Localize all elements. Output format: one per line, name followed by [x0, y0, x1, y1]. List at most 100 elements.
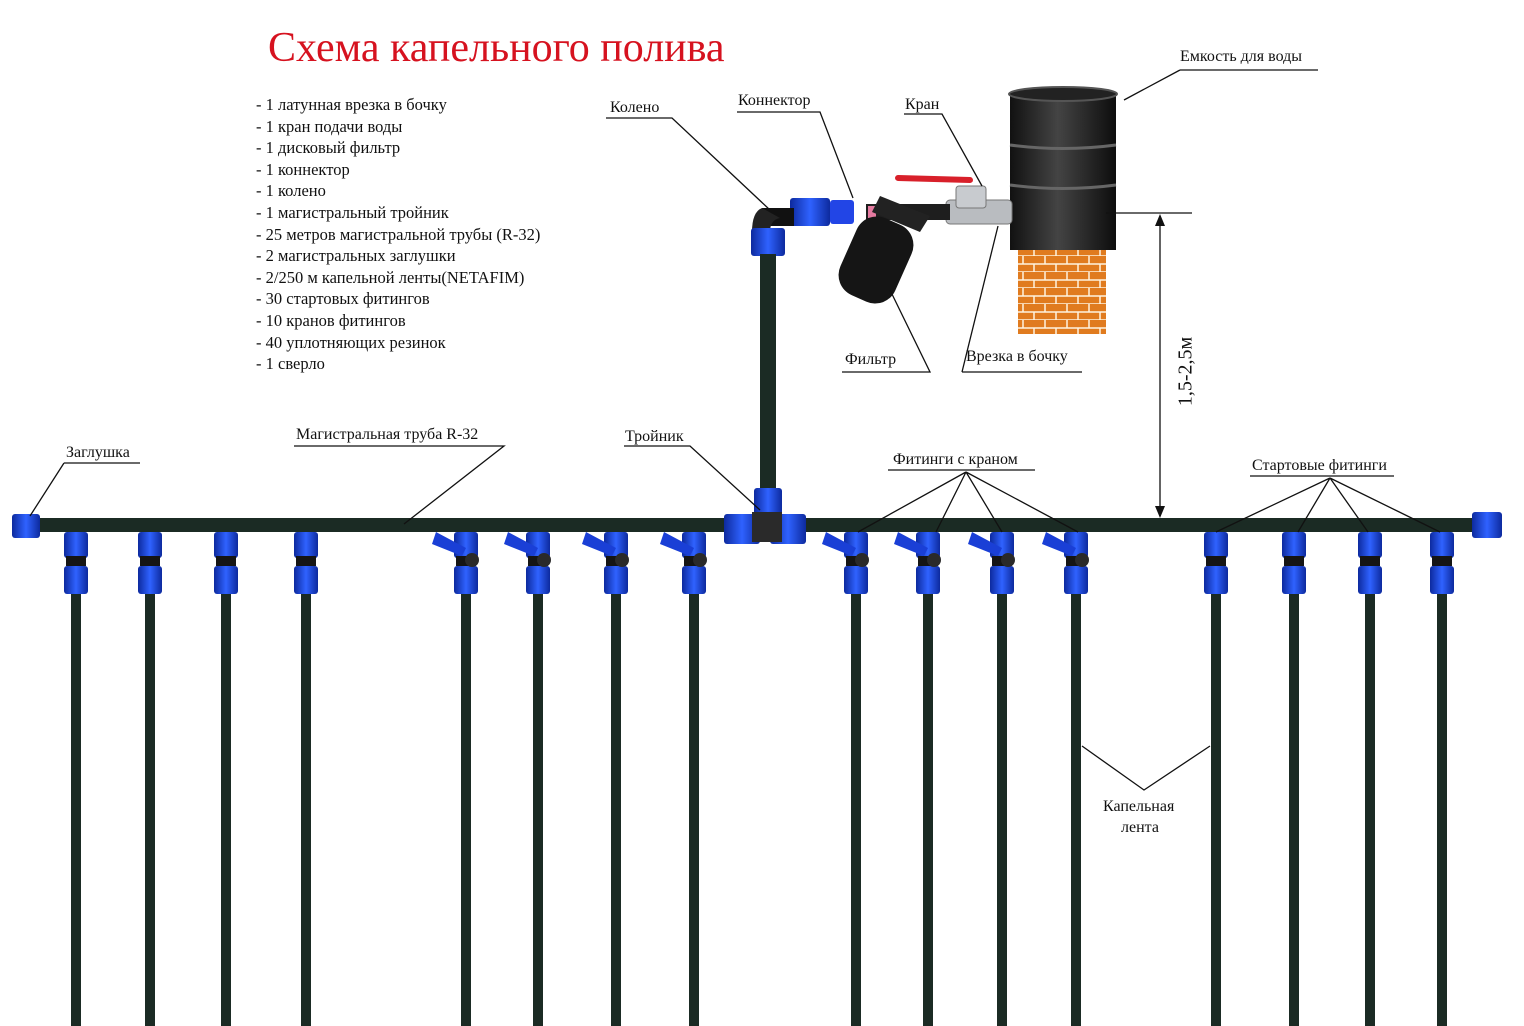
fitting-coupling	[1204, 566, 1228, 594]
drip-tape	[461, 590, 471, 1026]
leader-lines	[29, 69, 1441, 791]
fitting-coupling	[990, 566, 1014, 594]
main-tee	[724, 488, 806, 544]
drip-tape	[145, 590, 155, 1026]
fitting-coupling	[138, 566, 162, 594]
label-end-plug: Заглушка	[66, 444, 130, 461]
drip-tape	[1289, 590, 1299, 1026]
parts-list-item: - 1 коннектор	[256, 159, 350, 179]
fitting-coupling	[604, 566, 628, 594]
fitting-coupling	[1358, 566, 1382, 594]
fitting-coupling	[214, 566, 238, 594]
fitting-nut	[1284, 556, 1304, 566]
water-barrel	[1008, 86, 1118, 250]
label-valve-fittings: Фитинги с краном	[893, 451, 1018, 468]
end-plug-left	[12, 514, 40, 538]
drip-tape	[689, 590, 699, 1026]
label-barrel-inlet: Врезка в бочку	[966, 348, 1068, 365]
parts-list-item: - 10 кранов фитингов	[256, 310, 406, 330]
end-plug-right	[1472, 512, 1502, 538]
valve-knob	[465, 553, 479, 567]
valve-knob	[927, 553, 941, 567]
fitting-coupling	[1064, 566, 1088, 594]
valve-knob	[537, 553, 551, 567]
drip-tape	[301, 590, 311, 1026]
fitting-nut	[216, 556, 236, 566]
label-valve: Кран	[905, 96, 940, 113]
label-main-pipe: Магистральная труба R-32	[296, 426, 479, 443]
drip-tape	[533, 590, 543, 1026]
parts-list-item: - 1 сверло	[256, 354, 325, 374]
label-tee: Тройник	[625, 428, 684, 445]
valve-handle	[660, 532, 694, 556]
fitting-coupling	[844, 566, 868, 594]
fitting-coupling	[1282, 566, 1306, 594]
parts-list-item: - 1 латунная врезка в бочку	[256, 95, 447, 114]
valve-knob	[1001, 553, 1015, 567]
valve-handle	[968, 532, 1002, 556]
parts-list-item: - 1 магистральный тройник	[256, 202, 449, 222]
drip-tape	[1071, 590, 1081, 1026]
parts-list-item: - 40 уплотняющих резинок	[256, 332, 446, 352]
parts-list-item: - 1 колено	[256, 181, 326, 201]
parts-list-item: - 1 кран подачи воды	[256, 116, 403, 136]
fitting-nut	[296, 556, 316, 566]
parts-list-item: - 2 магистральных заглушки	[256, 246, 456, 266]
valve-knob	[1075, 553, 1089, 567]
fitting-coupling	[64, 566, 88, 594]
drip-tape	[997, 590, 1007, 1026]
fitting-coupling	[916, 566, 940, 594]
label-height: 1,5-2,5м	[1174, 336, 1197, 407]
drip-tape	[221, 590, 231, 1026]
drip-tape	[1437, 590, 1447, 1026]
start-fitting-body	[214, 532, 238, 558]
fitting-nut	[66, 556, 86, 566]
start-fitting-body	[1430, 532, 1454, 558]
drip-tape	[923, 590, 933, 1026]
fitting-nut	[140, 556, 160, 566]
fitting-coupling	[454, 566, 478, 594]
label-drip-tape-line2: лента	[1121, 819, 1159, 836]
parts-list-item: - 30 стартовых фитингов	[256, 289, 430, 309]
start-fitting-body	[138, 532, 162, 558]
supply-assembly	[751, 175, 1013, 488]
fitting-coupling	[1430, 566, 1454, 594]
fitting-nut	[1206, 556, 1226, 566]
brick-stand	[1018, 248, 1106, 334]
valve-handle	[1042, 532, 1076, 556]
label-elbow: Колено	[610, 99, 660, 116]
fitting-nut	[1432, 556, 1452, 566]
start-fitting-body	[1204, 532, 1228, 558]
fitting-nut	[1360, 556, 1380, 566]
fitting-coupling	[526, 566, 550, 594]
valve-handle	[504, 532, 538, 556]
label-filter: Фильтр	[845, 351, 897, 368]
start-fitting-body	[64, 532, 88, 558]
drip-tape	[611, 590, 621, 1026]
valve-handle	[894, 532, 928, 556]
drip-lines	[64, 532, 1454, 1026]
drip-tape	[851, 590, 861, 1026]
parts-list: - 1 латунная врезка в бочку - 1 кран под…	[256, 94, 540, 375]
start-fitting-body	[294, 532, 318, 558]
label-connector: Коннектор	[738, 92, 811, 109]
valve-knob	[855, 553, 869, 567]
parts-list-item: - 2/250 м капельной ленты(NETAFIM)	[256, 267, 525, 287]
diagram-title: Схема капельного полива	[268, 25, 725, 71]
label-start-fittings: Стартовые фитинги	[1252, 457, 1387, 474]
start-fitting-body	[1358, 532, 1382, 558]
parts-list-item: - 25 метров магистральной трубы (R-32)	[256, 224, 541, 244]
fitting-coupling	[294, 566, 318, 594]
valve-knob	[615, 553, 629, 567]
fitting-coupling	[682, 566, 706, 594]
valve-knob	[693, 553, 707, 567]
start-fitting-body	[1282, 532, 1306, 558]
label-water-tank: Емкость для воды	[1180, 48, 1303, 65]
parts-list-item: - 1 дисковый фильтр	[256, 138, 401, 158]
drip-tape	[1211, 590, 1221, 1026]
drip-tape	[71, 590, 81, 1026]
drip-tape	[1365, 590, 1375, 1026]
label-drip-tape-line1: Капельная	[1103, 798, 1175, 815]
valve-handle	[432, 532, 466, 556]
